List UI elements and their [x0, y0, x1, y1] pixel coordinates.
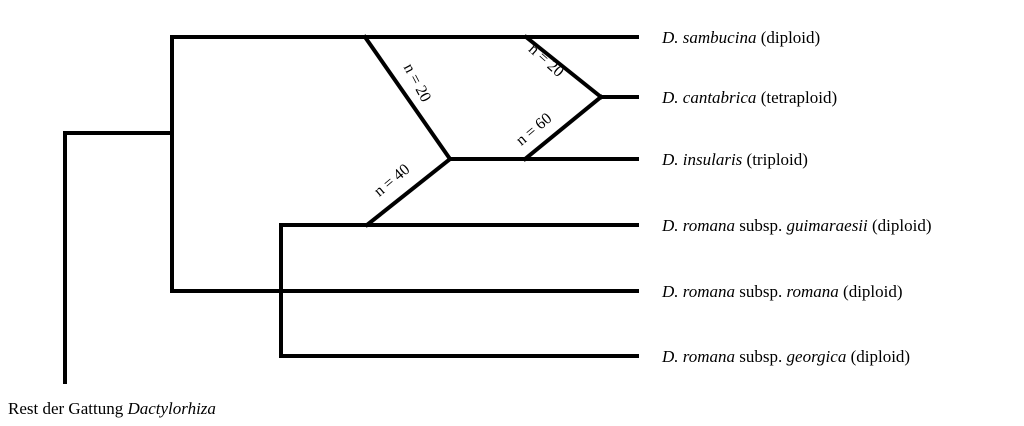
label-run: (diploid) — [868, 216, 932, 235]
taxon-label-cantabrica: D. cantabrica (tetraploid) — [661, 88, 837, 107]
label-run: (triploid) — [742, 150, 808, 169]
label-run: D. sambucina — [661, 28, 756, 47]
label-run: Rest der Gattung — [8, 399, 127, 418]
label-run: romana — [787, 282, 839, 301]
taxon-label-sambucina: D. sambucina (diploid) — [661, 28, 820, 47]
label-run: (diploid) — [756, 28, 820, 47]
taxon-label-romana-romana: D. romana subsp. romana (diploid) — [661, 282, 903, 301]
taxon-label-insularis: D. insularis (triploid) — [661, 150, 808, 169]
edge-label-n20-sambucina-cantabrica: n = 20 — [525, 41, 567, 81]
taxon-label-romana-georgica: D. romana subsp. georgica (diploid) — [661, 347, 910, 366]
label-run: (diploid) — [839, 282, 903, 301]
label-run: (tetraploid) — [756, 88, 837, 107]
edge-label-n60-insularis-cantabrica: n = 60 — [513, 110, 555, 149]
outgroup-label: Rest der Gattung Dactylorhiza — [8, 399, 216, 418]
label-run: subsp. — [735, 347, 786, 366]
label-run: georgica — [787, 347, 847, 366]
label-run: subsp. — [735, 216, 786, 235]
reticulation-guimaraesii-to-insularis — [364, 156, 453, 228]
edge-label-n20-sambucina-insularis: n = 20 — [400, 61, 434, 105]
label-run: subsp. — [735, 282, 786, 301]
reticulation-sambucina-to-cantabrica — [523, 34, 604, 100]
label-run: guimaraesii — [787, 216, 869, 235]
label-run: D. cantabrica — [661, 88, 756, 107]
reticulation-sambucina-to-insularis — [362, 34, 453, 162]
label-run: D. romana — [661, 282, 735, 301]
label-run: Dactylorhiza — [126, 399, 215, 418]
reticulation-insularis-to-cantabrica — [522, 94, 604, 162]
label-run: D. romana — [661, 216, 735, 235]
branch-lines — [63, 34, 639, 384]
label-run: D. insularis — [661, 150, 743, 169]
taxon-label-romana-guimaraesii: D. romana subsp. guimaraesii (diploid) — [661, 216, 932, 235]
label-run: D. romana — [661, 347, 735, 366]
root-stem — [63, 131, 174, 384]
label-run: (diploid) — [846, 347, 910, 366]
